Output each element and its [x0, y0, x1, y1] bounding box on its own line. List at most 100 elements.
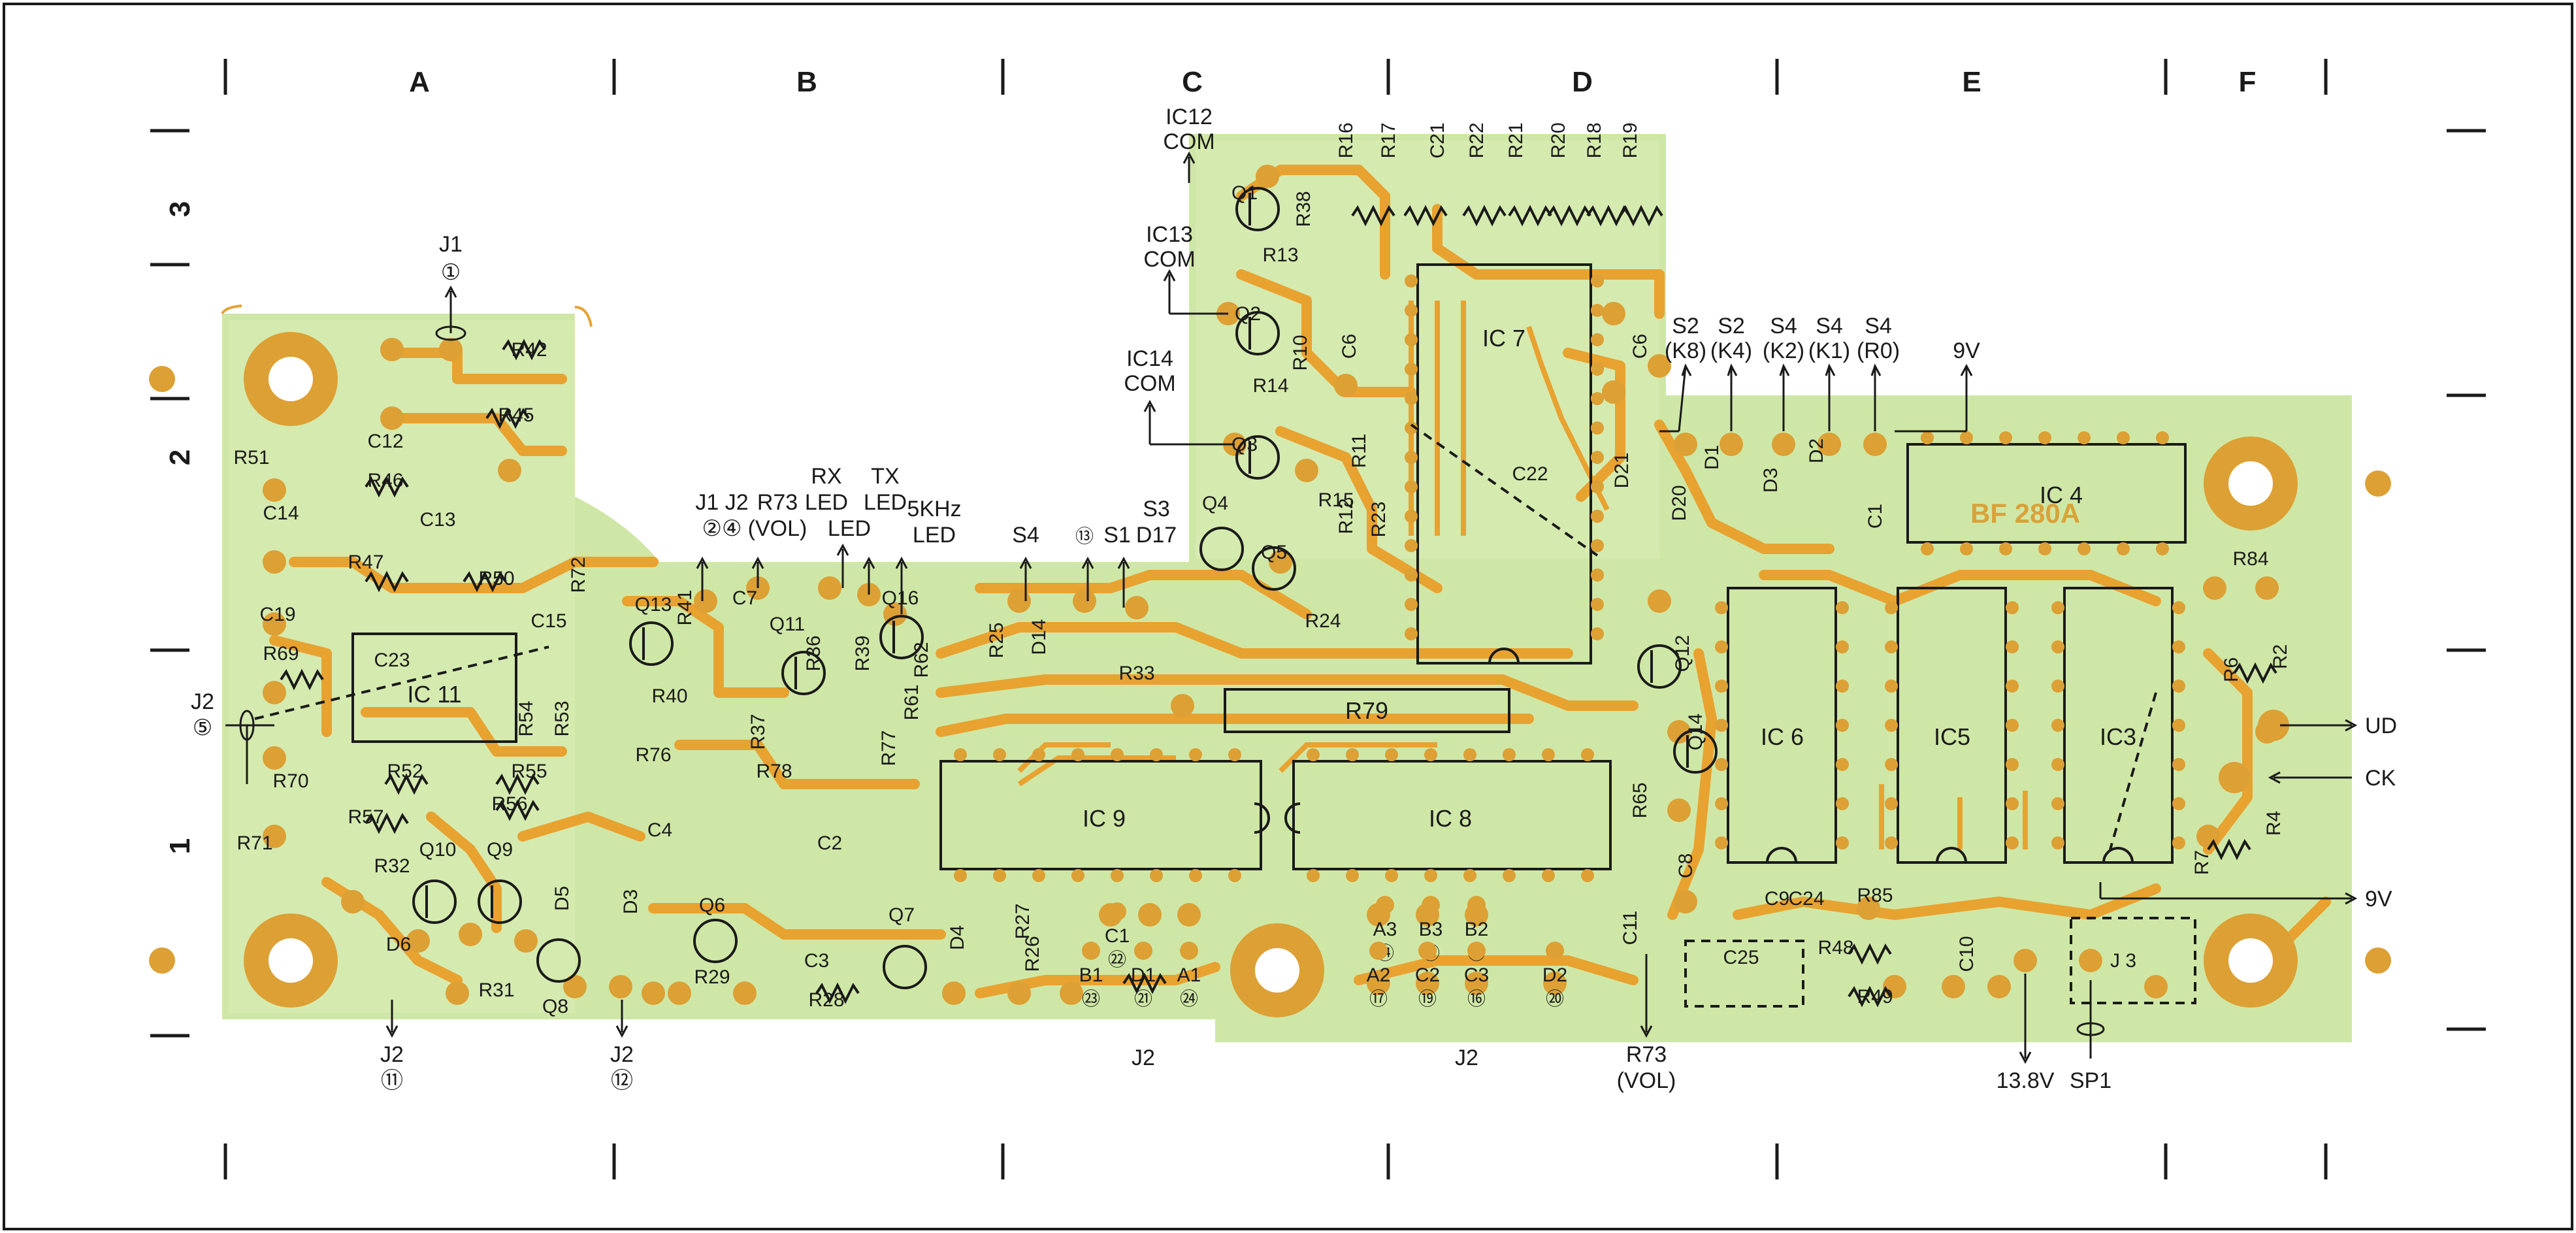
- component-label-r56: R56: [491, 793, 527, 815]
- component-label-c1: C1: [1865, 504, 1886, 529]
- j2-pad-label: A1: [1177, 964, 1201, 986]
- switch-5-line1: S4: [1865, 314, 1892, 338]
- component-label-r26: R26: [1022, 936, 1043, 972]
- column-ticks: [223, 59, 2328, 1179]
- grid-row-3: 3: [164, 201, 196, 217]
- grid-row-1: 1: [164, 838, 196, 854]
- component-label-d6: D6: [386, 934, 411, 955]
- ic3-label: IC3: [2100, 723, 2136, 750]
- component-label-d20: D20: [1669, 485, 1690, 521]
- transistor-bars: [425, 193, 1689, 918]
- component-label-c21: C21: [1427, 122, 1448, 158]
- component-label-r27: R27: [1012, 903, 1034, 939]
- connector-leaders: [225, 151, 2358, 1064]
- bf280a-text: BF 280A: [1970, 498, 2080, 529]
- component-label-q1: Q1: [1231, 182, 1258, 204]
- ic-notches: [1254, 648, 2134, 863]
- r79-label: R79: [1345, 697, 1388, 724]
- v9-top: 9V: [1953, 338, 1980, 363]
- ic4-pins: [1921, 431, 2169, 555]
- ic11-outline: [351, 633, 517, 743]
- component-label-r18: R18: [1584, 122, 1605, 158]
- mounting-holes: [244, 332, 2298, 1017]
- component-label-c9: C9: [1765, 888, 1789, 910]
- j2-pad-pin: ⑯: [1467, 989, 1486, 1009]
- component-label-c23: C23: [374, 649, 410, 671]
- mount-hole-br: [2204, 913, 2298, 1008]
- thin-traces: [1017, 301, 2028, 849]
- c25-outline: [1684, 940, 1804, 1008]
- s1-pin: ⑬: [1075, 526, 1094, 546]
- component-label-r57: R57: [348, 806, 383, 828]
- component-label-q12: Q12: [1672, 635, 1693, 672]
- ic14-com-line1: IC14: [1126, 346, 1173, 371]
- component-label-r17: R17: [1378, 122, 1399, 158]
- j2-pad-label: A2: [1367, 964, 1391, 986]
- component-label-c22: C22: [1512, 463, 1548, 485]
- component-label-r19: R19: [1620, 122, 1641, 158]
- led-label: LED: [828, 516, 871, 541]
- component-label-r38: R38: [1293, 191, 1314, 227]
- component-label-c25: C25: [1723, 947, 1759, 968]
- sp1-label: SP1: [2070, 1068, 2111, 1093]
- ic8-label: IC 8: [1429, 805, 1472, 832]
- grid-col-c: C: [1182, 66, 1203, 98]
- component-label-q10: Q10: [419, 839, 457, 861]
- component-label-j3: J 3: [2110, 950, 2136, 972]
- j2-left-name: J2: [191, 689, 214, 714]
- j2-pad-dot: [1418, 942, 1437, 960]
- r79-outline: [1224, 688, 1510, 733]
- j1-top-name: J1: [439, 232, 463, 257]
- j2-pad-dot: [1369, 942, 1388, 960]
- component-label-r29: R29: [694, 966, 730, 988]
- component-label-r85: R85: [1857, 885, 1893, 906]
- mount-hole-tl: [244, 332, 338, 426]
- ic5-label: IC5: [1934, 723, 1970, 750]
- component-label-r4: R4: [2263, 811, 2285, 836]
- component-label-q11: Q11: [770, 614, 805, 635]
- component-label-r36: R36: [803, 635, 824, 671]
- component-label-r31: R31: [478, 979, 514, 1001]
- component-label-r54: R54: [515, 700, 537, 736]
- s1-label: S1: [1103, 523, 1131, 548]
- j2-pad-pin: ㉒: [1108, 949, 1126, 970]
- component-label-c3: C3: [804, 950, 829, 972]
- component-label-r48: R48: [1818, 937, 1853, 959]
- j2-pad-label: D2: [1542, 964, 1567, 986]
- ic4-label: IC 4: [2040, 482, 2083, 508]
- r73-vol-top: R73: [757, 490, 798, 515]
- component-label-d21: D21: [1611, 452, 1633, 488]
- component-label-d1: D1: [1701, 445, 1723, 470]
- v13-8-label: 13.8V: [1997, 1068, 2055, 1093]
- v9-right: 9V: [2365, 887, 2392, 912]
- j2-pad-label: C2: [1415, 964, 1440, 986]
- component-label-q2: Q2: [1235, 303, 1261, 325]
- component-label-q16: Q16: [882, 587, 919, 609]
- component-label-r11: R11: [1348, 434, 1370, 469]
- j2-pad-dot: [1467, 896, 1486, 914]
- component-label-c11: C11: [1620, 911, 1641, 945]
- component-label-r61: R61: [901, 684, 922, 720]
- j2-b11-pin: ⑪: [381, 1068, 403, 1093]
- component-label-r39: R39: [852, 635, 873, 671]
- off-board-pads: [149, 366, 2391, 974]
- j1-j2-label: J1 J2: [695, 490, 748, 515]
- j2-pad-label: C1: [1105, 925, 1130, 947]
- component-label-r16: R16: [1335, 122, 1357, 158]
- component-label-r62: R62: [911, 642, 932, 678]
- component-label-c14: C14: [263, 502, 299, 524]
- j2-pad-label: D1: [1131, 964, 1156, 986]
- j2-b12-name: J2: [610, 1042, 634, 1067]
- component-label-r13: R13: [1262, 244, 1298, 266]
- component-label-r42: R42: [511, 339, 547, 361]
- j2-pad-dot: [1108, 902, 1126, 921]
- j2-pad-pin: ⑰: [1369, 989, 1388, 1009]
- ic14-com-line2: COM: [1124, 371, 1175, 396]
- switch-5-line2: (R0): [1857, 338, 1900, 363]
- component-label-r69: R69: [263, 643, 299, 665]
- board-corner-marks: [221, 304, 593, 327]
- component-label-r23: R23: [1368, 501, 1390, 537]
- component-label-c13: C13: [419, 509, 455, 531]
- component-label-c8: C8: [1675, 853, 1697, 878]
- component-label-c7: C7: [732, 587, 757, 609]
